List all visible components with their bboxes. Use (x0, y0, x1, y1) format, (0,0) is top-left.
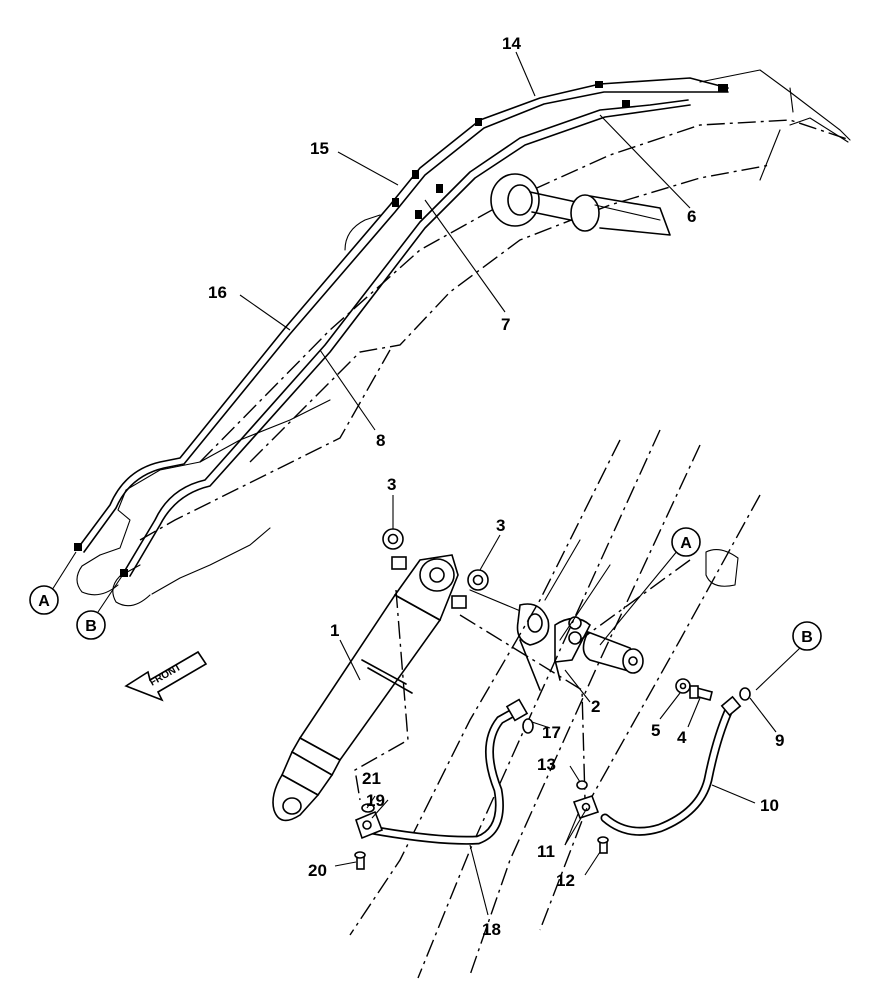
callout-11: 11 (537, 842, 555, 861)
connector-b-left: B (76, 575, 123, 640)
callout-4: 4 (677, 728, 687, 747)
boom-cylinder (490, 173, 671, 236)
connector-a-right-label: A (680, 535, 692, 552)
callout-6: 6 (687, 207, 696, 226)
callout-19: 19 (366, 791, 385, 810)
connector-a-left: A (29, 551, 77, 615)
hose-10 (572, 687, 751, 854)
hose-18 (354, 698, 534, 870)
callout-10: 10 (760, 796, 779, 815)
connector-b-left-label: B (85, 618, 97, 635)
front-arrow: FRONT (124, 650, 208, 702)
connector-a-right: A (599, 527, 701, 646)
callout-3b: 3 (496, 516, 505, 535)
boom-outline (76, 69, 851, 607)
washers-and-bolts (382, 528, 713, 701)
construction-lines (349, 429, 761, 979)
callout-18: 18 (482, 920, 501, 939)
callout-21: 21 (362, 769, 381, 788)
callout-5: 5 (651, 721, 660, 740)
callout-3a: 3 (387, 475, 396, 494)
leader-lines (239, 51, 777, 916)
callout-15: 15 (310, 139, 329, 158)
arm-cylinder (272, 554, 467, 822)
callout-2: 2 (591, 697, 600, 716)
callout-8: 8 (376, 431, 385, 450)
callout-9: 9 (775, 731, 784, 750)
callout-17: 17 (542, 723, 561, 742)
bracket-and-pin (469, 589, 644, 691)
callout-1: 1 (330, 621, 339, 640)
callout-16: 16 (208, 283, 227, 302)
callout-20: 20 (308, 861, 327, 880)
boom-hydraulic-lines (74, 77, 729, 577)
callout-13: 13 (537, 755, 556, 774)
connector-a-left-label: A (38, 593, 50, 610)
callout-labels: 14 15 16 6 7 8 3 3 1 2 5 4 9 10 17 13 11… (208, 34, 784, 939)
callout-7: 7 (501, 315, 510, 334)
callout-12: 12 (556, 871, 575, 890)
connector-b-right: B (755, 621, 822, 691)
connector-b-right-label: B (801, 629, 813, 646)
callout-14: 14 (502, 34, 521, 53)
